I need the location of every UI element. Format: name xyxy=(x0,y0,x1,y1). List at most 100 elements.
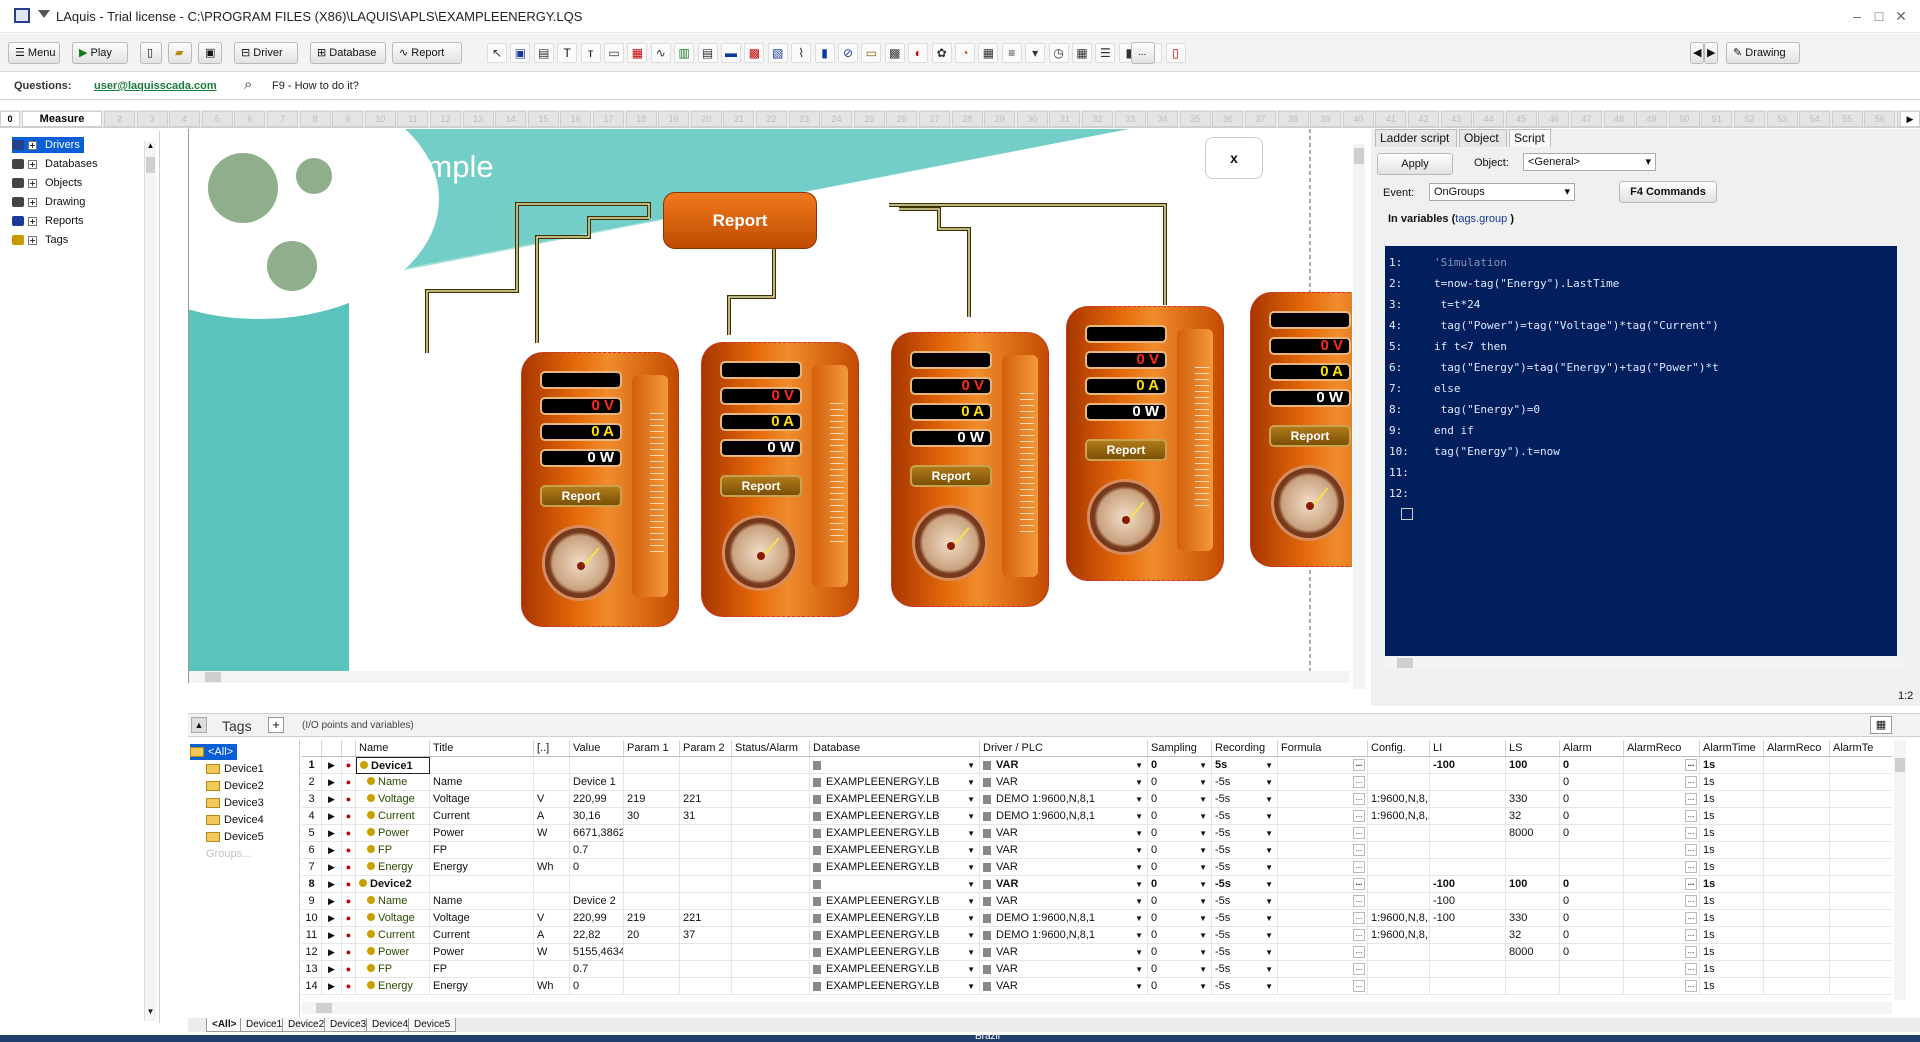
cell-empty[interactable] xyxy=(732,859,810,876)
chevron-down-icon[interactable]: ▼ xyxy=(967,982,975,991)
cell-li[interactable] xyxy=(1430,859,1506,876)
record-icon[interactable]: ● xyxy=(342,978,356,995)
chevron-down-icon[interactable]: ▼ xyxy=(1199,880,1207,889)
cell-li[interactable] xyxy=(1430,808,1506,825)
cell-empty[interactable] xyxy=(1764,961,1830,978)
cell-ellipsis-button[interactable]: ... xyxy=(1278,859,1368,876)
cell-db[interactable]: EXAMPLEENERGY.LB▼ xyxy=(810,808,980,825)
tag-name[interactable]: Name xyxy=(356,893,430,910)
input-icon[interactable]: ▭ xyxy=(604,43,624,63)
column-header[interactable]: Value xyxy=(570,740,624,757)
cell-value[interactable]: 0.7 xyxy=(570,842,624,859)
cell-title[interactable] xyxy=(430,757,534,774)
play-button[interactable]: ▶ Play xyxy=(72,42,128,64)
chevron-down-icon[interactable]: ▼ xyxy=(1265,846,1273,855)
cell-cfg[interactable] xyxy=(1368,842,1430,859)
chevron-down-icon[interactable]: ▼ xyxy=(967,948,975,957)
cell-ellipsis-button[interactable]: ... xyxy=(1624,944,1700,961)
drawing-mode-button[interactable]: ✎ Drawing xyxy=(1726,42,1800,64)
cell-ellipsis-button[interactable]: ... xyxy=(1278,910,1368,927)
cell-cfg[interactable]: 1:9600,N,8,1 xyxy=(1368,927,1430,944)
cell-cfg[interactable] xyxy=(1368,961,1430,978)
cell-value[interactable] xyxy=(570,757,624,774)
record-icon[interactable]: ● xyxy=(342,825,356,842)
ellipsis-button[interactable]: ... xyxy=(1685,810,1697,822)
led-icon[interactable]: ▥ xyxy=(674,43,695,63)
page-tab-10[interactable]: 10 xyxy=(364,111,396,127)
cell-ellipsis-button[interactable]: ... xyxy=(1278,876,1368,893)
cell-db[interactable]: EXAMPLEENERGY.LB▼ xyxy=(810,791,980,808)
cell-drv[interactable]: DEMO 1:9600,N,8,1▼ xyxy=(980,927,1148,944)
cell-empty[interactable] xyxy=(1830,842,1892,859)
row-expand-icon[interactable]: ▶ xyxy=(322,927,342,944)
expand-icon[interactable] xyxy=(1401,508,1413,520)
cell-title[interactable]: Energy xyxy=(430,978,534,995)
circle-icon[interactable]: ◐ xyxy=(908,43,929,63)
minimize-button[interactable]: – xyxy=(1853,8,1861,24)
cell-drv[interactable]: DEMO 1:9600,N,8,1▼ xyxy=(980,910,1148,927)
page-tab-20[interactable]: 20 xyxy=(690,111,722,127)
cell-empty[interactable] xyxy=(1830,757,1892,774)
cell-ellipsis-button[interactable]: ... xyxy=(1278,893,1368,910)
cell-value[interactable]: 220,99 xyxy=(570,791,624,808)
page-tab-25[interactable]: 25 xyxy=(853,111,885,127)
chevron-down-icon[interactable]: ▼ xyxy=(1199,931,1207,940)
cell-empty[interactable] xyxy=(732,978,810,995)
chevron-down-icon[interactable]: ▼ xyxy=(1135,931,1143,940)
tree-item-reports[interactable]: Reports xyxy=(12,213,88,229)
cell-p2[interactable] xyxy=(680,876,732,893)
page-tab-42[interactable]: 42 xyxy=(1408,111,1439,127)
page-tab-28[interactable]: 28 xyxy=(951,111,983,127)
tags-vscroll[interactable] xyxy=(1894,740,1906,1000)
cell-db[interactable]: EXAMPLEENERGY.LB▼ xyxy=(810,842,980,859)
cell-db[interactable]: EXAMPLEENERGY.LB▼ xyxy=(810,893,980,910)
cell-p2[interactable]: 221 xyxy=(680,791,732,808)
page-tab-5[interactable]: 5 xyxy=(201,111,233,127)
record-icon[interactable]: ● xyxy=(342,961,356,978)
ellipsis-button[interactable]: ... xyxy=(1353,844,1365,856)
key-icon[interactable]: ▤ xyxy=(697,43,718,63)
driver-button[interactable]: ⊟ Driver xyxy=(234,42,298,64)
cell-p1[interactable]: 30 xyxy=(624,808,680,825)
code-line[interactable]: t=t*24 xyxy=(1434,298,1481,311)
cell-ellipsis-button[interactable]: ... xyxy=(1278,825,1368,842)
next-page-button[interactable]: ▶ xyxy=(1704,42,1718,64)
cell-db[interactable]: EXAMPLEENERGY.LB▼ xyxy=(810,944,980,961)
chevron-down-icon[interactable]: ▼ xyxy=(1135,948,1143,957)
cell-empty[interactable] xyxy=(1764,791,1830,808)
cell-unit[interactable]: V xyxy=(534,791,570,808)
cell-empty[interactable] xyxy=(1830,791,1892,808)
page-scroll-right[interactable]: ▶ xyxy=(1900,111,1920,127)
cell-p2[interactable] xyxy=(680,893,732,910)
cell-empty[interactable] xyxy=(732,893,810,910)
row-expand-icon[interactable]: ▶ xyxy=(322,791,342,808)
meter-report-button[interactable]: Report xyxy=(1085,439,1167,461)
cell-cfg[interactable] xyxy=(1368,757,1430,774)
cell-samp[interactable]: 0▼ xyxy=(1148,757,1212,774)
record-icon[interactable]: ● xyxy=(342,927,356,944)
code-line[interactable]: tag("Energy")=tag("Energy")+tag("Power")… xyxy=(1434,361,1719,374)
help-hint[interactable]: F9 - How to do it? xyxy=(272,80,359,92)
chevron-down-icon[interactable]: ▼ xyxy=(967,761,975,770)
page-tab-9[interactable]: 9 xyxy=(332,111,364,127)
ellipsis-button[interactable]: ... xyxy=(1685,793,1697,805)
cell-db[interactable]: EXAMPLEENERGY.LB▼ xyxy=(810,774,980,791)
cell-ellipsis-button[interactable]: ... xyxy=(1624,774,1700,791)
page-tab-27[interactable]: 27 xyxy=(919,111,950,127)
cell-db[interactable]: EXAMPLEENERGY.LB▼ xyxy=(810,825,980,842)
column-header[interactable]: Database xyxy=(810,740,980,757)
ellipsis-button[interactable]: ... xyxy=(1353,776,1365,788)
cell-alarm[interactable]: 0 xyxy=(1560,825,1624,842)
cell-li[interactable]: -100 xyxy=(1430,893,1506,910)
cell-value[interactable]: 30,16 xyxy=(570,808,624,825)
cell-drv[interactable]: VAR▼ xyxy=(980,876,1148,893)
cell-samp[interactable]: 0▼ xyxy=(1148,978,1212,995)
cell-rec[interactable]: -5s▼ xyxy=(1212,774,1278,791)
cell-value[interactable] xyxy=(570,876,624,893)
f4-commands-button[interactable]: F4 Commands xyxy=(1619,181,1717,203)
tree-item-objects[interactable]: Objects xyxy=(12,175,86,191)
cell-drv[interactable]: DEMO 1:9600,N,8,1▼ xyxy=(980,808,1148,825)
cell-empty[interactable] xyxy=(1764,927,1830,944)
new-file-button[interactable]: ▯ xyxy=(140,42,162,64)
cell-value[interactable]: 6671,3862 xyxy=(570,825,624,842)
